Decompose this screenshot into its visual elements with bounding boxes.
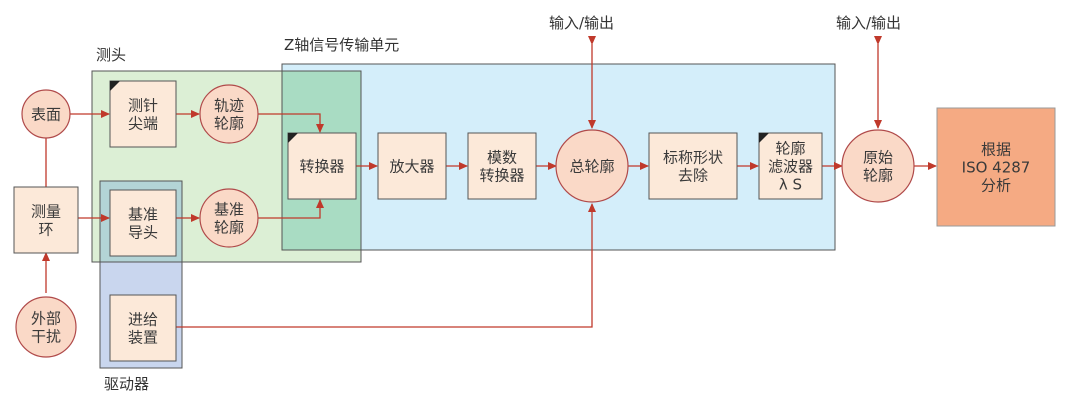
node-label-line: 根据 (981, 141, 1011, 159)
edge-track-converter (258, 113, 324, 133)
node-label-line: 原始 (863, 148, 893, 166)
node-surface: 表面 (21, 89, 71, 139)
z-unit-label: Z轴信号传输单元 (284, 36, 399, 54)
node-circle (199, 84, 259, 144)
node-label-line: 干扰 (31, 327, 61, 345)
node-label-line: 轮廓 (214, 114, 244, 132)
node-label-line: 总轮廓 (569, 157, 614, 175)
node-box (758, 132, 823, 200)
node-box (109, 189, 177, 257)
node-label-line: 模数 (487, 148, 517, 166)
node-box (13, 186, 79, 254)
node-label-line: 轨迹 (214, 96, 244, 114)
node-label-line: 尖端 (128, 114, 158, 132)
node-circle (21, 89, 71, 139)
node-label-line: 基准 (214, 200, 244, 218)
node-box (467, 132, 537, 200)
node-circle (199, 188, 259, 248)
node-label-line: ISO 4287 (962, 159, 1031, 177)
drive-label: 驱动器 (104, 375, 149, 393)
corner-marker (288, 133, 298, 143)
node-label-line: 分析 (981, 177, 1011, 195)
node-label-line: 轮廓 (214, 218, 244, 236)
node-label-line: 外部 (31, 309, 61, 327)
node-label-line: 测量 (31, 202, 61, 220)
node-box (109, 294, 177, 362)
node-label-line: 装置 (128, 328, 158, 346)
node-label-line: λ S (779, 175, 802, 193)
node-label-line: 去除 (678, 166, 708, 184)
node-circle (841, 129, 915, 203)
node-label-line: 滤波器 (768, 157, 813, 175)
io-label-1: 输入/输出 (549, 14, 614, 32)
node-label-line: 标称形状 (663, 148, 723, 166)
node-loop: 测量环 (13, 186, 79, 254)
node-label-line: 转换器 (299, 157, 344, 175)
node-circle (555, 129, 629, 203)
io-label-2: 输入/输出 (836, 14, 901, 32)
node-label-line: 基准 (128, 205, 158, 223)
node-label-line: 放大器 (389, 157, 434, 175)
node-converter: 转换器 (287, 132, 357, 200)
node-label-line: 测针 (128, 96, 158, 114)
node-label-line: 转换器 (479, 166, 524, 184)
node-box (648, 132, 738, 200)
edges (42, 36, 937, 328)
corner-marker (110, 81, 120, 91)
node-label-line: 导头 (128, 223, 158, 241)
node-label-line: 进给 (128, 310, 158, 328)
node-amplifier: 放大器 (377, 132, 447, 200)
node-box (936, 107, 1056, 227)
node-box (287, 132, 357, 200)
node-box (377, 132, 447, 200)
node-label-line: 轮廓 (863, 166, 893, 184)
probe-label: 测头 (96, 46, 126, 64)
node-label-line: 环 (38, 220, 53, 238)
node-label-line: 表面 (31, 105, 61, 123)
edge-refprofile-converter (258, 199, 324, 219)
node-box (109, 80, 177, 148)
edge-feed-total (176, 203, 596, 328)
node-circle (15, 296, 77, 358)
node-total: 总轮廓 (555, 129, 629, 203)
corner-marker (759, 133, 769, 143)
node-label-line: 轮廓 (775, 139, 805, 157)
